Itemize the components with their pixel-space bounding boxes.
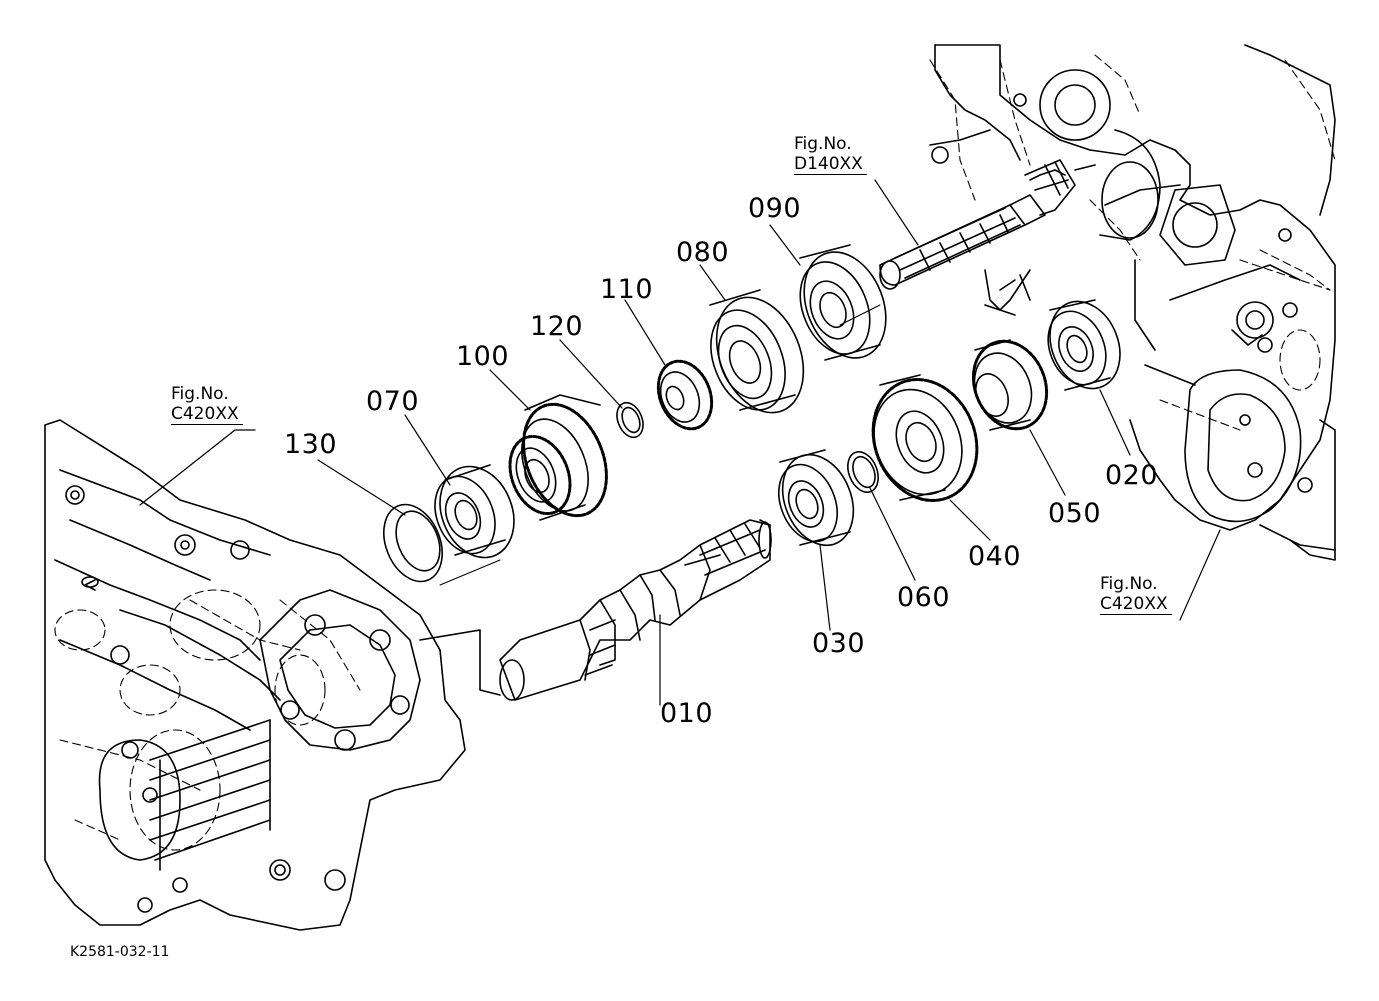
part-020-bearing (1047, 299, 1121, 391)
part-label-120: 120 (530, 311, 584, 342)
figure-ref-code: C420XX (1100, 594, 1172, 615)
part-label-110: 110 (600, 274, 654, 305)
part-130-washer (383, 503, 443, 583)
part-050-gear (971, 339, 1049, 431)
figure-ref-c420-right[interactable]: Fig.No. C420XX (1100, 574, 1172, 615)
part-080-bearing (709, 289, 805, 414)
center-line (439, 559, 501, 586)
upper-shaft-d140 (879, 159, 1096, 290)
part-label-130: 130 (284, 429, 338, 460)
main-shaft-010 (499, 519, 772, 701)
figure-ref-c420-left[interactable]: Fig.No. C420XX (171, 384, 243, 425)
part-label-050: 050 (1048, 498, 1102, 529)
leader-lines (139, 179, 1221, 706)
part-100-gear (508, 394, 608, 521)
part-label-060: 060 (897, 582, 951, 613)
part-label-080: 080 (676, 237, 730, 268)
part-label-030: 030 (812, 628, 866, 659)
part-070-bearing (434, 464, 515, 559)
part-label-010: 010 (660, 698, 714, 729)
figure-ref-d140[interactable]: Fig.No. D140XX (794, 134, 867, 175)
part-label-040: 040 (968, 541, 1022, 572)
figure-ref-label: Fig.No. (794, 134, 852, 154)
part-060-snap-ring (847, 451, 879, 493)
part-label-090: 090 (748, 193, 802, 224)
figure-ref-code: D140XX (794, 154, 867, 175)
diagram-code: K2581-032-11 (70, 944, 170, 960)
part-110-gear (656, 359, 714, 431)
part-040-gear (871, 374, 979, 502)
right-transmission-housing (929, 44, 1336, 561)
center-line-upper (839, 304, 881, 326)
figure-ref-label: Fig.No. (171, 384, 229, 404)
part-120-snap-ring (616, 401, 644, 439)
part-030-bearing (778, 449, 855, 547)
part-label-100: 100 (456, 341, 510, 372)
part-090-bearing (799, 244, 887, 361)
figure-ref-label: Fig.No. (1100, 574, 1158, 594)
left-transmission-housing (44, 419, 501, 931)
part-label-070: 070 (366, 386, 420, 417)
part-label-020: 020 (1105, 460, 1159, 491)
figure-ref-code: C420XX (171, 404, 243, 425)
